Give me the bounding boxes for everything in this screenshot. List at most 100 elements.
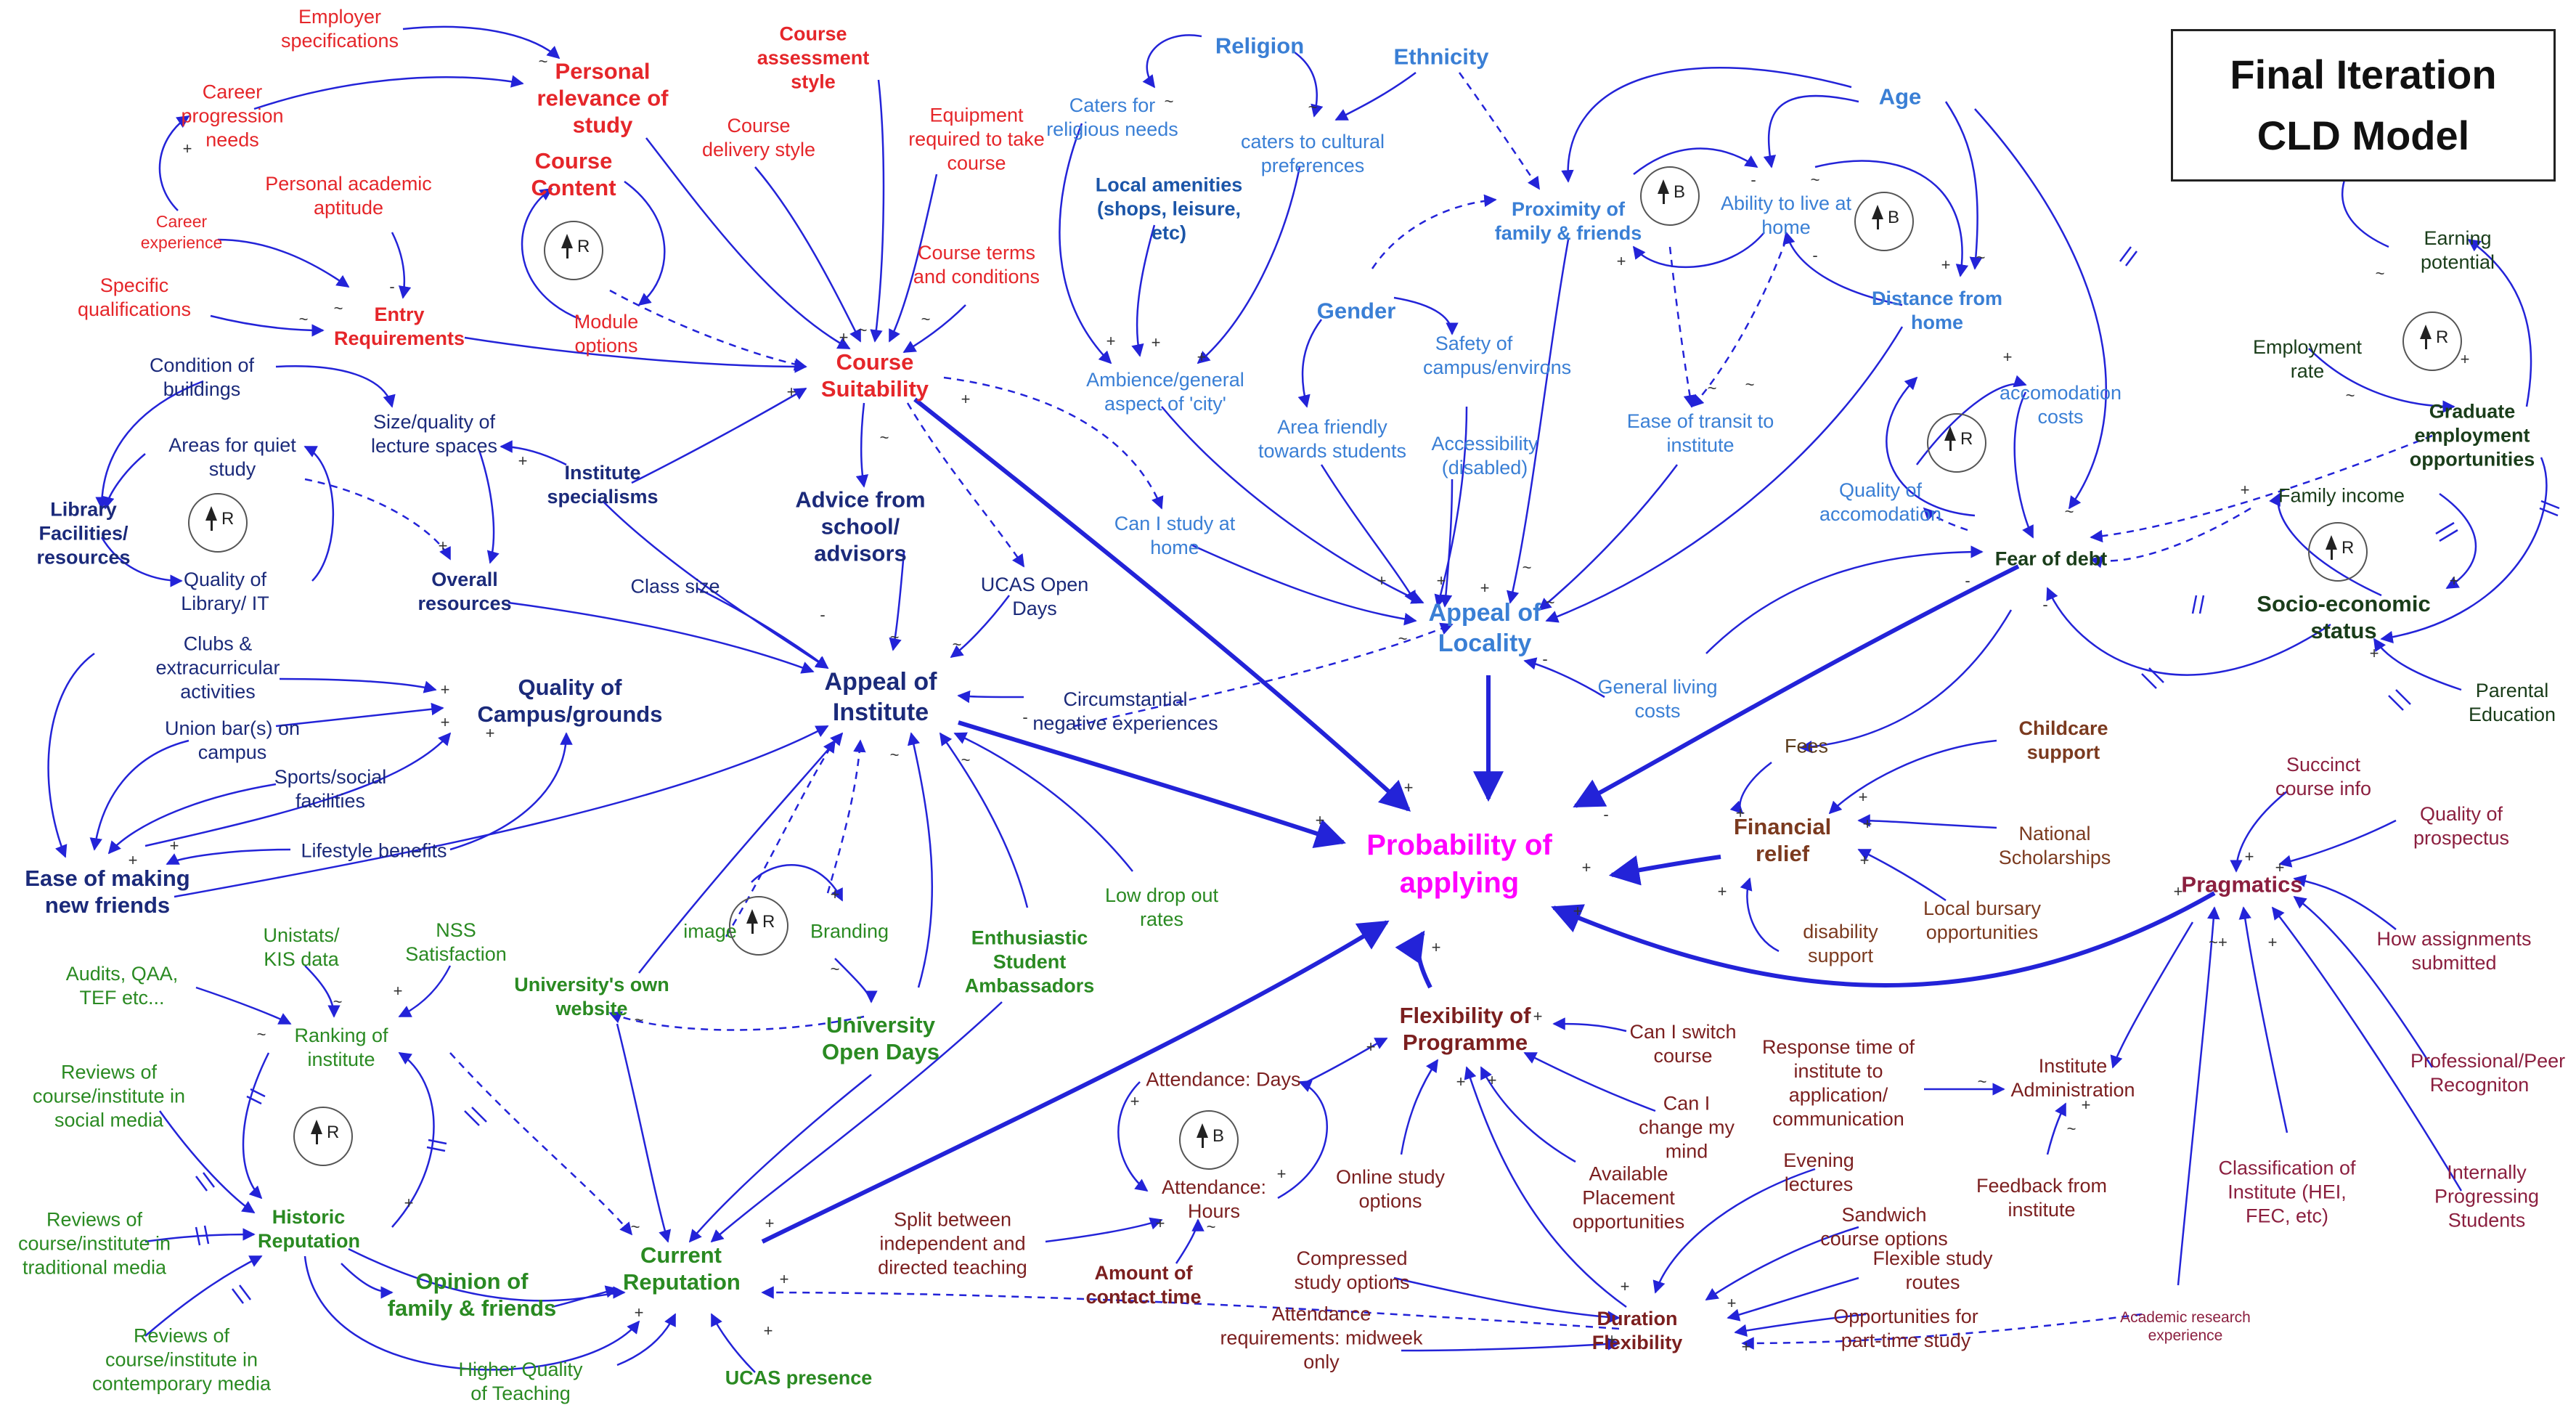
polarity-sign: + — [438, 537, 448, 555]
polarity-sign: ~ — [921, 310, 931, 328]
node-clubs: Clubs & extracurricular activities — [155, 632, 280, 703]
polarity-sign: + — [128, 851, 138, 869]
polarity-sign: ~ — [2345, 386, 2355, 404]
loop-marker-b: B — [1640, 166, 1700, 226]
link-financial-prob — [1608, 855, 1721, 886]
polarity-sign: ~ — [961, 751, 971, 769]
node-ease-transit: Ease of transit to institute — [1626, 410, 1774, 456]
link-ucas-current — [710, 1313, 756, 1373]
link-delivery-suit — [754, 166, 862, 343]
node-evening: Evening lectures — [1783, 1149, 1854, 1195]
polarity-sign: + — [1487, 1071, 1497, 1089]
link-local-ambience — [1131, 224, 1156, 357]
link-contemp-historic — [144, 1255, 263, 1337]
node-part-time: Opportunities for part-time study — [1833, 1306, 1978, 1351]
polarity-sign: + — [2081, 1096, 2091, 1114]
link-audits-ranking — [195, 986, 292, 1025]
node-attendance-days: Attendance: Days — [1146, 1068, 1301, 1091]
link-higherq-current — [616, 1313, 677, 1367]
delay-mark — [2191, 595, 2205, 614]
link-specialisms-suit — [631, 387, 807, 484]
link-gender-area — [1297, 319, 1323, 408]
link-duration-flex — [1464, 1066, 1627, 1308]
delay-mark — [464, 1107, 487, 1126]
loop-marker-b: B — [1854, 192, 1914, 251]
link-disability-financial — [1740, 877, 1780, 953]
node-feedback: Feedback from institute — [1976, 1175, 2108, 1221]
link-quiet-library — [102, 453, 146, 510]
loop-marker-r: R — [544, 221, 603, 280]
node-professional: Professional/Peer Recogniton — [2410, 1050, 2566, 1096]
link-website-current — [616, 1023, 672, 1243]
node-library: Library Facilities/ resources — [36, 498, 131, 569]
link-howassign-prag — [2293, 874, 2397, 930]
link-suit-canstudy — [943, 376, 1164, 510]
polarity-sign: + — [1741, 1337, 1751, 1356]
link-caters-ambience — [1059, 123, 1112, 365]
link-fear-prob — [1573, 564, 2020, 808]
polarity-sign: + — [1436, 571, 1446, 590]
node-ability-home: Ability to live at home — [1720, 192, 1852, 238]
node-lifestyle: Lifestyle benefits — [301, 839, 447, 862]
link-socio-fear — [2046, 587, 2331, 676]
link-distance-ability — [1782, 231, 1903, 306]
link-personal-suit — [645, 137, 851, 350]
link-distance-appeal — [1545, 326, 1904, 623]
link-clubs-friends — [47, 652, 95, 858]
node-ethnicity: Ethnicity — [1393, 44, 1489, 70]
node-disability: disability support — [1803, 921, 1878, 966]
link-suit-ucas — [906, 402, 1025, 568]
link-switch-flex — [1552, 1017, 1627, 1033]
link-current-prob — [761, 920, 1390, 1244]
node-quality-prospectus: Quality of prospectus — [2413, 803, 2510, 849]
node-pragmatics: Pragmatics — [2181, 871, 2303, 897]
link-assess-suit — [870, 79, 885, 343]
node-entry-requirements: Entry Requirements — [333, 304, 465, 349]
link-fees-financial — [1729, 762, 1772, 815]
link-univopen-appeal — [907, 732, 934, 988]
link-lifestyle-campus — [449, 732, 573, 851]
polarity-sign: + — [2369, 644, 2379, 662]
link-proximity-appeal — [1507, 239, 1570, 604]
link-compressed-duration — [1393, 1276, 1621, 1324]
link-placement-flex — [1480, 1066, 1576, 1163]
node-unistats: Unistats/ KIS data — [263, 924, 340, 970]
node-how-assign: How assignments submitted — [2376, 928, 2532, 974]
delay-mark — [2539, 500, 2560, 517]
node-local-amenities: Local amenities (shops, leisure, etc) — [1095, 174, 1243, 244]
polarity-sign: + — [2173, 882, 2183, 900]
link-suit-prob — [913, 397, 1411, 812]
polarity-sign: ~ — [256, 1025, 266, 1043]
link-career-personal — [253, 75, 524, 110]
polarity-sign: + — [765, 1214, 775, 1232]
polarity-sign: ~ — [1164, 92, 1174, 110]
title-box: Final Iteration CLD Model — [2171, 29, 2556, 182]
link-union-campus — [275, 702, 444, 728]
link-ethnicity-proximity — [1458, 72, 1541, 190]
node-ucas-presence: UCAS presence — [725, 1367, 873, 1389]
link-internally-prag — [2271, 906, 2463, 1192]
link-branding-univopen — [834, 958, 878, 1003]
node-institute-specialisms: Institute specialisms — [547, 462, 659, 508]
node-career-progression: Career progression needs — [181, 81, 284, 151]
link-entry-suit — [464, 336, 807, 373]
link-historic-self — [303, 1255, 640, 1371]
link-proximity-ability — [1633, 147, 1758, 175]
link-days-hours — [1117, 1081, 1149, 1192]
link-cultural-ambience — [1197, 166, 1301, 365]
loop-marker-r: R — [1927, 413, 1986, 473]
polarity-sign: ~ — [2066, 1120, 2076, 1138]
node-course-content: Course Content — [531, 148, 616, 200]
node-religion: Religion — [1215, 33, 1305, 59]
node-earning: Earning potential — [2420, 227, 2495, 273]
polarity-sign: ~ — [1976, 248, 1986, 266]
link-age-ability — [1763, 94, 1859, 168]
node-accessibility: Accessibility (disabled) — [1431, 433, 1538, 479]
link-grad-fear — [2090, 434, 2433, 543]
polarity-sign: + — [2460, 350, 2470, 368]
link-appeal-prob — [958, 720, 1346, 848]
link-lowdrop-appeal — [953, 732, 1133, 872]
polarity-sign: + — [1581, 858, 1591, 876]
node-ucas-open: UCAS Open Days — [980, 574, 1089, 619]
loop-marker-r: R — [2402, 311, 2462, 371]
